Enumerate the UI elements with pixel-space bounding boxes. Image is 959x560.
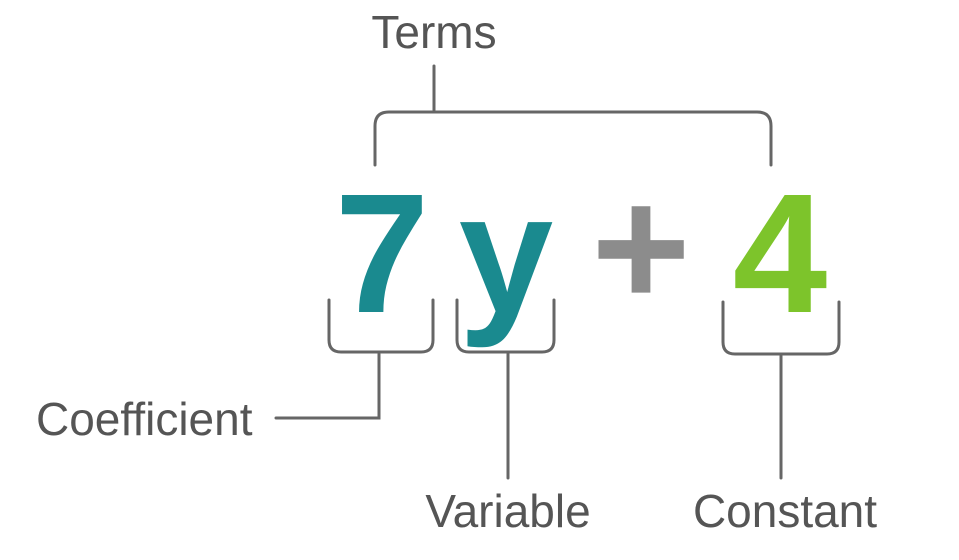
- variable-label: Variable: [425, 485, 590, 537]
- coefficient-leader-line: [274, 352, 381, 420]
- constant-label: Constant: [693, 485, 877, 537]
- coefficient-digit: 7: [335, 159, 430, 349]
- terms-label: Terms: [371, 6, 496, 58]
- terms-bracket: [373, 110, 773, 167]
- constant-digit: 4: [733, 159, 828, 349]
- constant-bracket: [721, 300, 841, 356]
- plus-operator: +: [591, 153, 690, 343]
- coefficient-bracket: [327, 298, 435, 354]
- coefficient-label: Coefficient: [36, 393, 253, 445]
- variable-bracket: [455, 298, 556, 354]
- variable-letter: y: [459, 159, 554, 349]
